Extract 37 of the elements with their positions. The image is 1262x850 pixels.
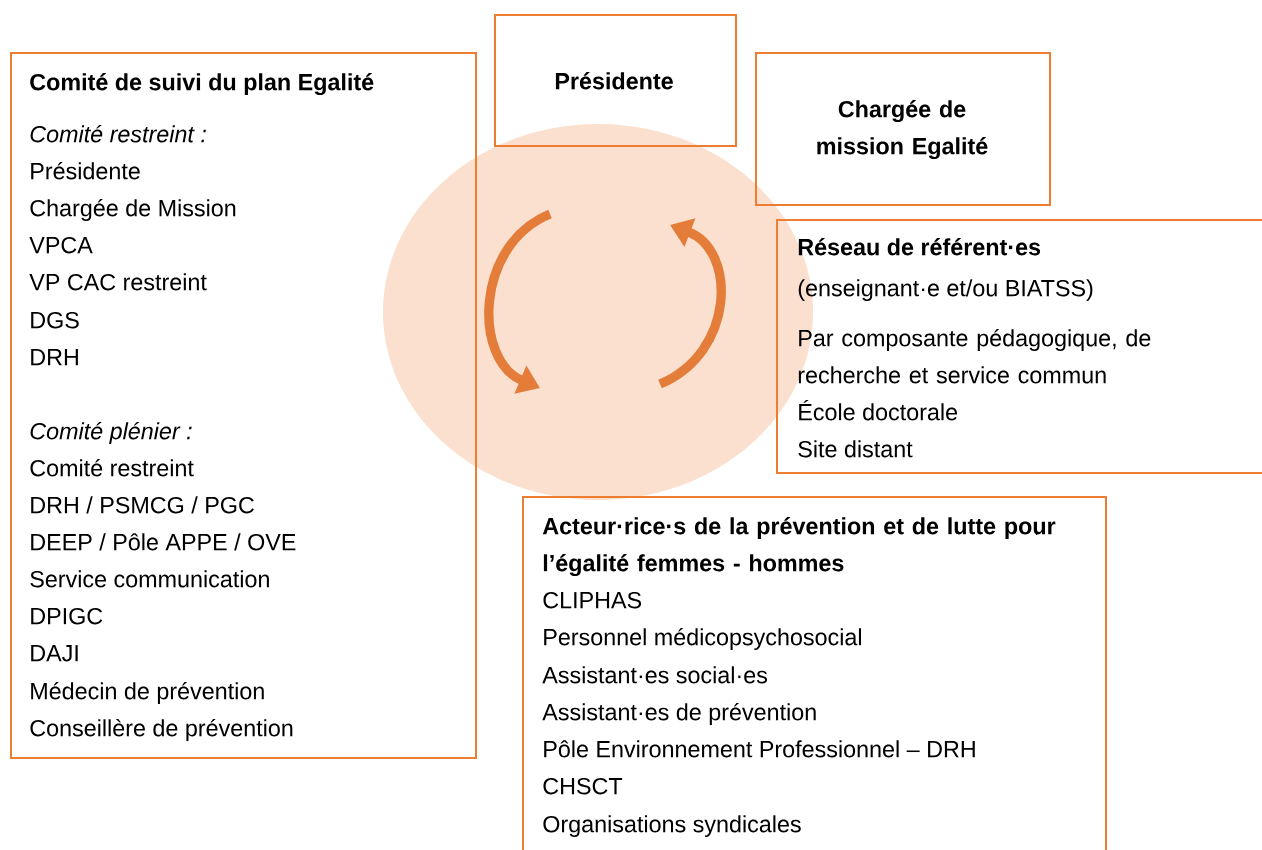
- list-item: DAJI: [31, 645, 78, 662]
- list-item: VPCA: [29, 236, 93, 254]
- list-item: École doctorale: [799, 399, 958, 421]
- list-item: Assistant·es de prévention: [542, 703, 816, 726]
- outlined-box: [494, 14, 737, 147]
- list-item: Conseillère de prévention: [30, 719, 293, 742]
- list-item: Comité restreint: [30, 459, 194, 477]
- list-item: VP CAC restreint: [29, 273, 207, 291]
- list-item: DEEP / Pôle APPE / OVE: [31, 533, 296, 551]
- box-heading: Réseau de référent·es: [798, 238, 1041, 256]
- box-heading: Acteur·rice·s de la prévention et de lutte pour l’égalité femmes - hommes: [542, 517, 1056, 577]
- list-item: Présidente: [31, 162, 140, 180]
- list-item: (enseignant·e et/ou BIATSS): [798, 279, 1093, 301]
- box-title: Présidente: [555, 72, 673, 90]
- list-item: Pôle Environnement Professionnel – DRH: [544, 740, 975, 758]
- list-item: CLIPHAS: [543, 591, 642, 609]
- list-item: Assistant·es social·es: [542, 666, 768, 684]
- list-item: Site distant: [798, 440, 913, 458]
- box-heading: Comité de suivi du plan Egalité: [30, 73, 374, 96]
- list-item: DRH: [31, 349, 78, 366]
- list-item: Service communication: [30, 570, 269, 588]
- list-item: Médecin de prévention: [31, 682, 264, 705]
- outlined-box: [776, 219, 1262, 474]
- outlined-box: [522, 496, 1107, 850]
- list-item: CHSCT: [543, 777, 623, 795]
- list-item: Par composante pédagogique, de recherche et service commun: [798, 329, 1151, 384]
- list-item: Organisations syndicales: [543, 815, 801, 838]
- box-title: Chargée de mission Egalité: [817, 100, 988, 160]
- subheading: Comité restreint :: [30, 125, 206, 143]
- list-item: DPIGC: [31, 607, 103, 625]
- outlined-box: [10, 52, 477, 759]
- list-item: Personnel médicopsychosocial: [544, 628, 861, 651]
- list-item: DRH / PSMCG / PGC: [31, 496, 254, 514]
- list-item: Chargée de Mission: [30, 199, 236, 221]
- outlined-box: [755, 52, 1051, 206]
- list-item: DGS: [31, 311, 79, 329]
- subheading: Comité plénier :: [30, 422, 192, 445]
